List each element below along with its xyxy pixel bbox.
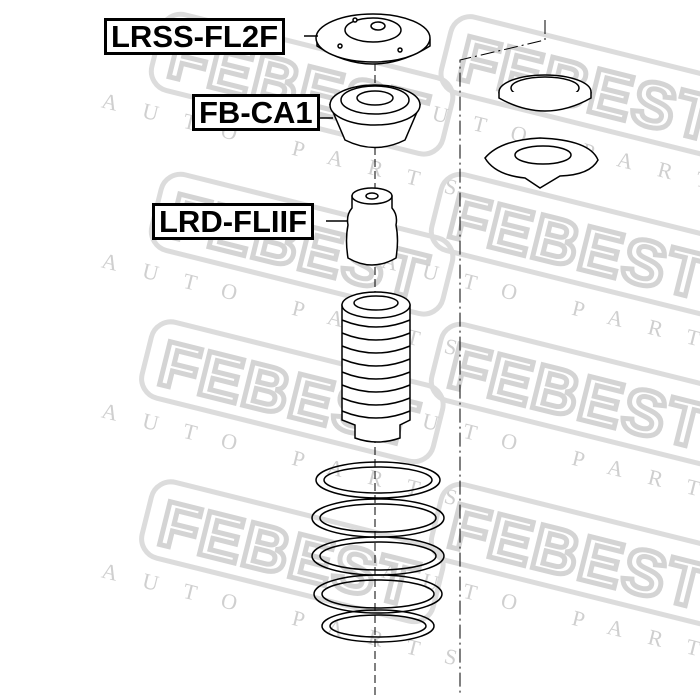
part-label-bump-stop[interactable]: LRD-FLIIF bbox=[152, 203, 315, 240]
part-label-bearing[interactable]: FB-CA1 bbox=[192, 94, 320, 131]
dust-boot-part bbox=[341, 291, 411, 443]
spring-seat-ring-part bbox=[498, 74, 592, 112]
bump-stop-part bbox=[345, 187, 399, 266]
coil-spring-part bbox=[311, 461, 445, 643]
strut-bearing-part bbox=[328, 84, 422, 149]
lower-spring-pad-part bbox=[484, 137, 599, 189]
assembly-boundary-line bbox=[459, 20, 546, 695]
top-mount-part bbox=[315, 13, 431, 65]
part-label-top-mount[interactable]: LRSS-FL2F bbox=[104, 18, 286, 55]
